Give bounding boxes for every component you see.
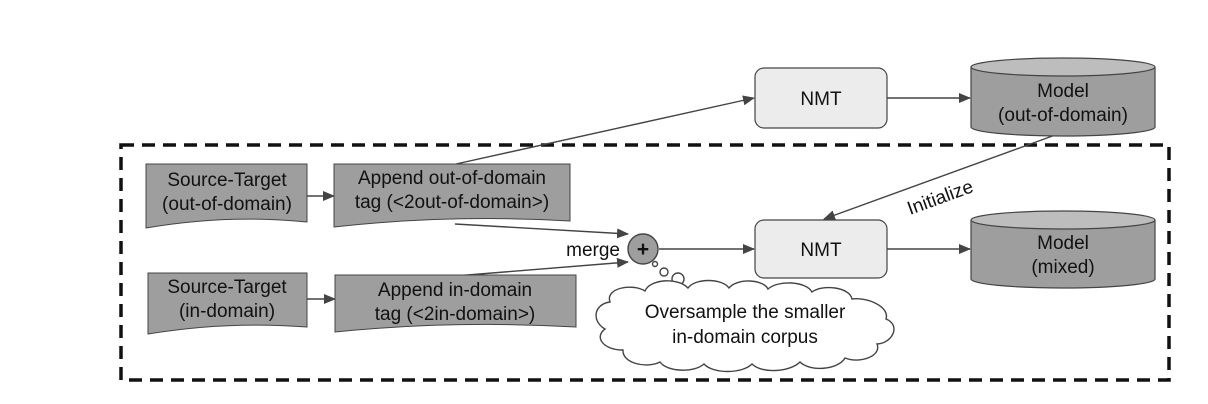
merge-label: merge — [566, 240, 620, 261]
model-mixed-cylinder: Model (mixed) — [970, 210, 1156, 289]
source-target-in-domain-doc: Source-Target (in-domain) — [147, 272, 308, 335]
doc-shape — [145, 163, 308, 229]
append-out-line1: Append out-of-domain — [358, 168, 546, 189]
merge-node: merge + — [566, 233, 659, 265]
append-in-line2: tag (<2in-domain>) — [375, 304, 536, 325]
edge-append-in-to-merge — [454, 257, 629, 277]
model-mixed-line2: (mixed) — [1031, 257, 1094, 278]
edge-initialize — [823, 133, 1059, 220]
append-in-line1: Append in-domain — [378, 280, 532, 301]
src-out-line2: (out-of-domain) — [162, 194, 292, 215]
nmt-top-label: NMT — [800, 89, 842, 110]
model-out-line1: Model — [1037, 81, 1089, 102]
doc-shape — [334, 274, 577, 333]
edges — [307, 93, 1059, 304]
src-in-line1: Source-Target — [167, 277, 287, 298]
edge-append-out-to-merge — [454, 223, 629, 239]
initialize-label: Initialize — [905, 176, 977, 219]
doc-shape — [333, 163, 571, 228]
src-in-line2: (in-domain) — [179, 301, 275, 322]
append-out-of-domain-doc: Append out-of-domain tag (<2out-of-domai… — [333, 163, 571, 228]
nmt-box-mid: NMT — [754, 219, 888, 279]
source-target-out-of-domain-doc: Source-Target (out-of-domain) — [145, 163, 308, 229]
oversample-cloud: Oversample the smaller in-domain corpus — [595, 279, 895, 373]
mixed-training-boundary — [119, 143, 1171, 382]
doc-shape — [147, 272, 308, 335]
cloud-line1: Oversample the smaller — [645, 302, 846, 323]
model-mixed-line1: Model — [1037, 233, 1089, 254]
cloud-line2: in-domain corpus — [672, 327, 818, 348]
nmt-mid-label: NMT — [800, 240, 842, 261]
model-out-of-domain-cylinder: Model (out-of-domain) — [970, 57, 1156, 137]
model-out-line2: (out-of-domain) — [998, 105, 1128, 126]
edge-append-out-to-nmt-top — [455, 95, 755, 165]
append-out-line2: tag (<2out-of-domain>) — [355, 192, 549, 213]
plus-icon: + — [637, 238, 649, 261]
append-in-domain-doc: Append in-domain tag (<2in-domain>) — [334, 274, 577, 333]
src-out-line1: Source-Target — [167, 170, 287, 191]
nmt-box-top: NMT — [754, 67, 888, 129]
